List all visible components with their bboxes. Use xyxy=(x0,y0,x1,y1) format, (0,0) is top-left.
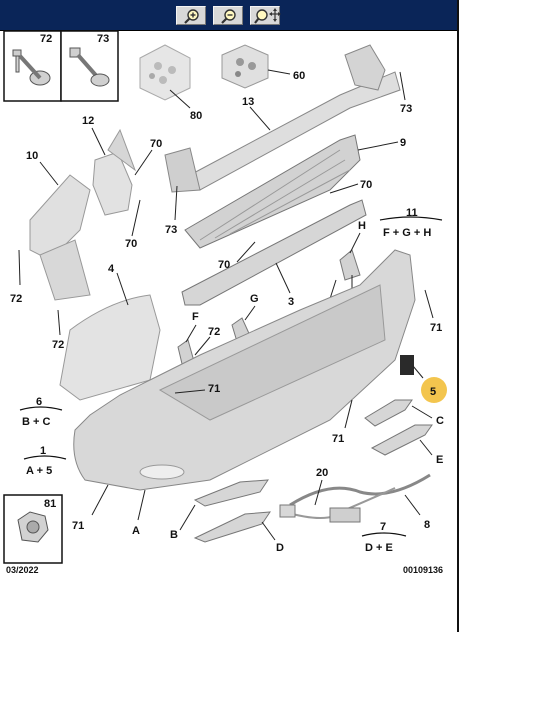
bracket-h xyxy=(339,249,361,281)
label-60: 60 xyxy=(293,70,305,82)
bumper-beam-13 xyxy=(164,44,401,193)
bumper-cover-A xyxy=(73,249,416,491)
label-81: 81 xyxy=(44,498,56,510)
diagram-date: 03/2022 xyxy=(6,565,39,575)
label-C: C xyxy=(436,415,444,427)
reflector-B xyxy=(193,479,269,507)
label-4: 4 xyxy=(108,263,115,275)
parts-diagram: 72 73 80 60 73 13 xyxy=(3,30,447,575)
label-71-f: 71 xyxy=(72,520,84,532)
callout-5-highlight xyxy=(421,377,447,403)
nut-81-part xyxy=(17,511,49,543)
label-8: 8 xyxy=(424,519,430,531)
label-70-b: 70 xyxy=(360,179,372,191)
screw-72-box xyxy=(3,30,62,102)
wiring-harness-8 xyxy=(279,473,431,523)
label-80: 80 xyxy=(190,110,202,122)
label-13: 13 xyxy=(242,96,254,108)
label-1: 1 xyxy=(40,445,46,457)
bracket-10 xyxy=(29,174,91,301)
label-D: D xyxy=(276,542,284,554)
label-E: E xyxy=(436,454,443,466)
screw-73-part xyxy=(69,47,110,87)
label-B: B xyxy=(170,529,178,541)
label-20: 20 xyxy=(316,467,328,479)
label-71-e: 71 xyxy=(332,433,344,445)
zoom-move-icon xyxy=(254,8,281,24)
label-73-beam: 73 xyxy=(400,103,412,115)
zoom-pan-button[interactable] xyxy=(250,6,281,25)
group-1: A + 5 xyxy=(26,465,52,477)
label-71-b: 71 xyxy=(430,322,442,334)
diagram-viewer: 72 73 80 60 73 13 xyxy=(0,0,459,632)
label-G: G xyxy=(250,293,259,305)
label-9: 9 xyxy=(400,137,406,149)
zoom-in-icon xyxy=(184,9,199,24)
label-A: A xyxy=(132,525,140,537)
group-11: F + G + H xyxy=(383,227,431,239)
clip-box-60 xyxy=(221,44,269,89)
label-3: 3 xyxy=(288,296,294,308)
sensor-5 xyxy=(400,355,414,375)
label-71-d: 71 xyxy=(208,383,220,395)
viewer-toolbar xyxy=(0,0,457,31)
reflector-E xyxy=(370,424,433,456)
clip-pack-80 xyxy=(139,44,191,101)
label-12: 12 xyxy=(82,115,94,127)
reflector-C xyxy=(364,399,413,427)
label-H: H xyxy=(358,220,366,232)
label-7: 7 xyxy=(380,521,386,533)
label-73-screw: 73 xyxy=(97,33,109,45)
label-72-f: 72 xyxy=(10,293,22,305)
step-plate-3 xyxy=(181,199,367,306)
label-5: 5 xyxy=(430,386,436,398)
label-70-c: 70 xyxy=(125,238,137,250)
label-6: 6 xyxy=(36,396,42,408)
label-72-c: 72 xyxy=(52,339,64,351)
group-7: D + E xyxy=(365,542,393,554)
energy-absorber-9 xyxy=(184,134,361,249)
label-70-d: 70 xyxy=(218,259,230,271)
label-72-d: 72 xyxy=(208,326,220,338)
zoom-in-button[interactable] xyxy=(176,6,206,25)
bracket-12 xyxy=(92,128,137,216)
diagram-reference: 00109136 xyxy=(403,565,443,575)
label-10: 10 xyxy=(26,150,38,162)
screw-72-part xyxy=(12,49,51,86)
zoom-out-icon xyxy=(221,9,236,24)
label-70-a: 70 xyxy=(150,138,162,150)
zoom-out-button[interactable] xyxy=(213,6,243,25)
side-panel-4 xyxy=(59,294,161,401)
label-73-c: 73 xyxy=(165,224,177,236)
label-72-screw: 72 xyxy=(40,33,52,45)
reflector-D xyxy=(193,511,271,543)
group-6: B + C xyxy=(22,416,50,428)
label-F: F xyxy=(192,311,199,323)
label-11: 11 xyxy=(406,207,418,219)
